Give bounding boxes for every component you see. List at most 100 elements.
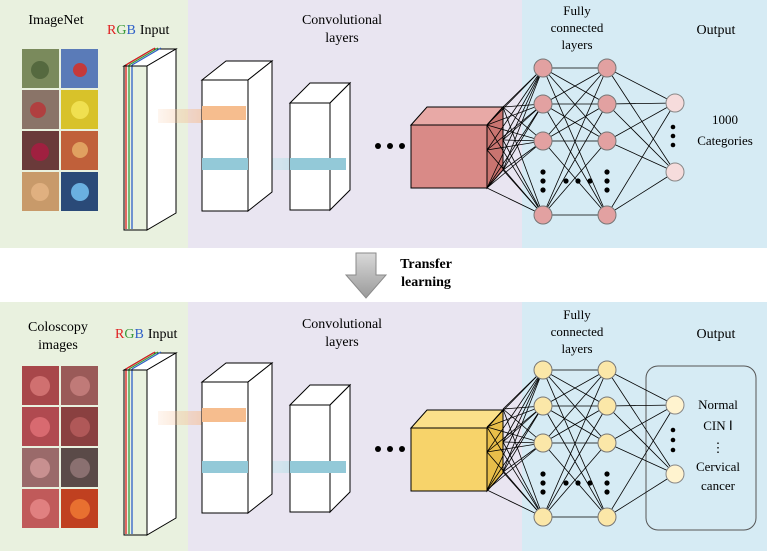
network-edge: [486, 67, 544, 151]
network-edge: [606, 369, 676, 406]
top-dataset-label: ImageNet: [28, 13, 83, 28]
hidden-node: [597, 507, 617, 527]
output-class-normal: Normal: [698, 397, 738, 412]
output-node: [665, 162, 685, 182]
network-edge: [606, 67, 676, 104]
network-edge: [486, 442, 544, 491]
top-output-categories: Categories: [697, 133, 753, 148]
network-edge: [542, 67, 608, 216]
bottom-output-title: Output: [697, 327, 736, 342]
network-edge: [502, 139, 544, 216]
network-edges: [486, 67, 676, 216]
bottom-dataset-label-2: images: [38, 338, 78, 353]
down-arrow-icon: [344, 252, 388, 299]
network-edge: [542, 103, 608, 216]
network-edge: [606, 102, 676, 216]
bottom-fc-network: [486, 360, 685, 527]
top-conv-block-1: [200, 59, 274, 213]
bottom-output-ellipsis: [670, 427, 676, 453]
network-edge: [606, 404, 676, 407]
hidden-node: [597, 396, 617, 416]
input-label-r: R: [115, 327, 125, 342]
bottom-input-volume: [122, 351, 178, 536]
network-edge: [606, 171, 676, 216]
input-label-b: B: [126, 23, 135, 38]
top-input-volume: [122, 47, 178, 231]
network-edge: [486, 124, 544, 142]
transfer-section: Transfer learning: [344, 252, 452, 299]
network-edge: [606, 442, 676, 475]
network-edge: [486, 489, 544, 518]
network-ellipsis: [540, 471, 610, 495]
network-edge: [502, 408, 544, 518]
bottom-conv-title-2: layers: [325, 335, 358, 350]
input-label-b: B: [134, 327, 143, 342]
network-edge: [606, 405, 676, 475]
network-edge: [502, 369, 544, 443]
network-edge: [606, 369, 676, 475]
hidden-node: [597, 131, 617, 151]
top-output-ellipsis: [670, 124, 676, 148]
top-fc-title-2: connected: [551, 20, 604, 35]
bottom-fc-section: [522, 302, 767, 551]
input-label-r: R: [107, 23, 117, 38]
network-edge: [542, 369, 608, 518]
hidden-node: [533, 396, 553, 416]
network-edge: [606, 102, 676, 142]
output-node: [665, 93, 685, 113]
hidden-node: [533, 131, 553, 151]
top-fc-section: [522, 0, 767, 248]
colposcopy-image-grid: [22, 366, 98, 528]
network-edge: [486, 405, 544, 453]
network-edge: [606, 140, 676, 173]
output-class-cin1: CIN Ⅰ: [703, 418, 732, 433]
network-edge: [486, 426, 544, 518]
network-edge: [542, 405, 608, 518]
top-conv-ellipsis: [375, 143, 405, 149]
network-edge: [502, 106, 544, 216]
top-feature-cube: [409, 105, 505, 190]
network-edge: [486, 149, 544, 216]
network-edge: [486, 103, 544, 189]
imagenet-image-grid: [22, 49, 98, 211]
hidden-node: [533, 205, 553, 225]
network-edge: [486, 67, 544, 189]
bottom-conv-block-1: [200, 361, 274, 515]
network-edge: [502, 441, 544, 518]
network-edge: [542, 67, 608, 142]
hidden-node: [533, 433, 553, 453]
network-edge: [486, 103, 544, 151]
bottom-conv-title-1: Convolutional: [302, 317, 382, 332]
output-class-cervical-cancer-2: cancer: [701, 478, 736, 493]
top-conv-title-2: layers: [325, 31, 358, 46]
hidden-node: [597, 205, 617, 225]
network-edge: [502, 103, 544, 171]
network-edge: [486, 405, 544, 428]
output-class-ellipsis: ⋮: [712, 440, 725, 455]
hidden-node: [597, 433, 617, 453]
bottom-fc-title-3: layers: [561, 341, 592, 356]
network-edge: [606, 473, 676, 518]
network-edge: [606, 102, 676, 105]
network-edge: [486, 451, 544, 518]
hidden-node: [597, 94, 617, 114]
network-edge: [486, 187, 544, 216]
network-edge: [502, 405, 544, 473]
network-edge: [486, 369, 544, 491]
network-edge: [542, 442, 608, 518]
hidden-node: [533, 58, 553, 78]
bottom-fc-title-1: Fully: [563, 307, 591, 322]
hidden-node: [533, 507, 553, 527]
network-edge: [486, 405, 544, 491]
top-output-title: Output: [697, 23, 736, 38]
hidden-node: [597, 58, 617, 78]
network-edge: [486, 369, 544, 453]
input-label-word: Input: [148, 327, 178, 342]
bottom-conv-block-2: [288, 383, 352, 514]
transfer-label-1: Transfer: [400, 257, 452, 272]
network-edge: [486, 140, 544, 189]
